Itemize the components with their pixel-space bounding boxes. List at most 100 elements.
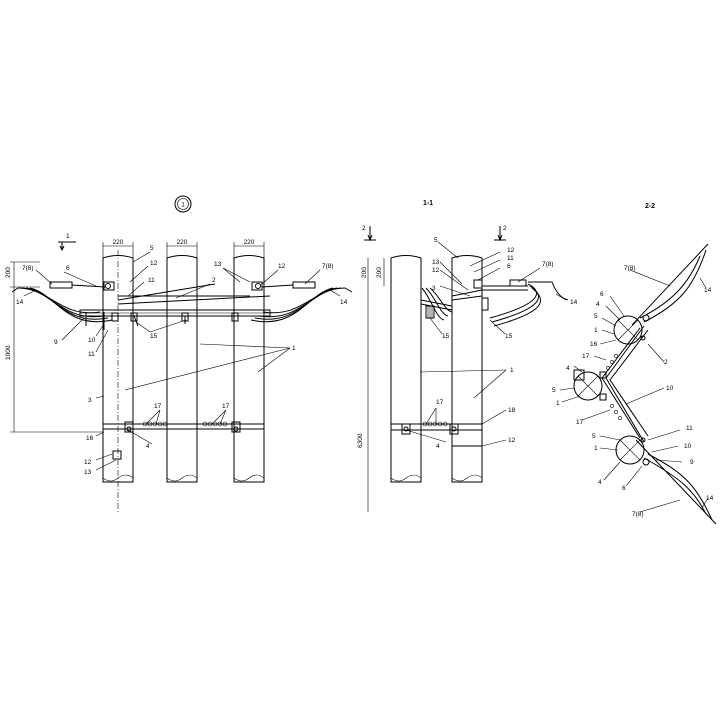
- front-label-13: 13: [214, 261, 222, 268]
- front-view: 1 220 220 220 1: [5, 195, 369, 512]
- view-marker-inner-circle: [177, 198, 189, 210]
- pole-width-dimensions: [102, 242, 265, 258]
- section1-label-6: 6: [507, 263, 511, 270]
- section1-label-12b: 12: [432, 267, 440, 274]
- front-label-15: 15: [150, 333, 158, 340]
- section1-leaders: [405, 241, 567, 447]
- plan-clamps: [599, 314, 650, 466]
- front-label-1: 1: [292, 345, 296, 352]
- plan-label-10a: 10: [666, 385, 674, 392]
- section-cut-1-marker: [58, 241, 76, 252]
- plan-label-4a: 4: [596, 301, 600, 308]
- view-marker-circle: [174, 195, 192, 213]
- pole-left-break: [102, 474, 134, 482]
- dim-top-side: 200: [376, 267, 383, 278]
- section1-label-3: 3: [432, 285, 436, 292]
- section1-label-4: 4: [436, 443, 440, 450]
- front-label-13b: 13: [84, 469, 92, 476]
- section1-label-18: 18: [508, 407, 516, 414]
- plan-label-5a: 5: [594, 313, 598, 320]
- front-label-4: 4: [146, 443, 150, 450]
- plan-label-1c: 1: [594, 445, 598, 452]
- crossarm-assembly: [11, 281, 353, 330]
- front-label-11b: 11: [88, 351, 95, 358]
- section1-pole-left: [390, 255, 422, 483]
- front-label-17a: 17: [154, 403, 162, 410]
- plan-label-6a: 6: [600, 291, 604, 298]
- section1-label-13: 13: [432, 259, 440, 266]
- plan-leaders: [559, 269, 709, 513]
- section1-label-12: 12: [507, 247, 515, 254]
- front-label-2: 2: [212, 277, 216, 284]
- plan-pole-bottom: [615, 435, 645, 465]
- front-label-12b: 12: [278, 263, 286, 270]
- front-label-3: 3: [88, 397, 92, 404]
- dim-top-right: 200: [361, 267, 368, 278]
- plan-cables: [601, 243, 717, 525]
- section1-label-15b: 15: [505, 333, 513, 340]
- front-label-6: 6: [66, 265, 70, 272]
- section1-pole-left-break: [390, 474, 422, 482]
- section-2-2-title: 2-2: [645, 203, 655, 210]
- section-2-2-view: 2-2: [552, 203, 717, 525]
- section-1-1-title: 1-1: [423, 200, 433, 207]
- dim-top-left: 200: [5, 267, 12, 278]
- section-cut-2a-label: 2: [362, 225, 366, 232]
- section1-label-1: 1: [510, 367, 514, 374]
- front-label-16: 16: [86, 435, 94, 442]
- section1-label-17: 17: [436, 399, 444, 406]
- plan-label-1b: 1: [556, 400, 560, 407]
- section1-label-11: 11: [507, 255, 514, 262]
- front-label-14a: 14: [16, 299, 24, 306]
- section1-label-14: 14: [570, 299, 578, 306]
- section-1-1-view: 1-1 2 2: [362, 200, 578, 483]
- plan-pole-top: [613, 315, 643, 345]
- dim-pole-width-b: 220: [177, 239, 188, 246]
- dim-height: 6300: [357, 433, 364, 448]
- section1-label-15a: 15: [442, 333, 450, 340]
- plan-label-14a: 14: [704, 287, 712, 294]
- dim-span: 1000: [5, 345, 12, 360]
- front-label-7b: 7(8): [322, 263, 334, 270]
- lower-band-assembly: [102, 421, 265, 460]
- section1-lower-details: [401, 421, 459, 435]
- plan-label-1a: 1: [594, 327, 598, 334]
- plan-label-5b: 5: [552, 387, 556, 394]
- front-label-14b: 14: [340, 299, 348, 306]
- plan-label-7a: 7(8): [624, 265, 636, 272]
- section1-pole-right-break: [451, 474, 483, 482]
- section-cut-2-markers: [364, 226, 506, 242]
- dim-pole-width-c: 220: [244, 239, 255, 246]
- section1-label-12c: 12: [508, 437, 516, 444]
- plan-label-14b: 14: [706, 495, 714, 502]
- plan-label-17b: 17: [576, 419, 584, 426]
- plan-label-5c: 5: [592, 433, 596, 440]
- front-label-9: 9: [54, 339, 58, 346]
- front-label-12a: 12: [150, 260, 158, 267]
- plan-label-10b: 10: [684, 443, 692, 450]
- plan-label-11: 11: [686, 425, 693, 432]
- front-label-7a: 7(8): [22, 265, 34, 272]
- plan-label-2: 2: [664, 359, 668, 366]
- front-label-11a: 11: [148, 277, 155, 284]
- front-leaders: [23, 251, 341, 471]
- section-cut-2b-label: 2: [503, 225, 507, 232]
- plan-label-17a: 17: [582, 353, 590, 360]
- plan-label-7b: 7(8): [632, 511, 644, 518]
- section1-label-5: 5: [434, 237, 438, 244]
- pole-middle-break: [166, 474, 198, 482]
- pole-right-break: [233, 474, 265, 482]
- plan-label-4b: 4: [566, 365, 570, 372]
- plan-label-6b: 6: [622, 485, 626, 492]
- plan-label-9: 9: [690, 459, 694, 466]
- left-dimension-lines: [10, 261, 103, 433]
- pole-right: [233, 255, 265, 483]
- plan-label-4c: 4: [598, 479, 602, 486]
- plan-pole-middle: [573, 369, 603, 401]
- section-cut-1-label: 1: [66, 233, 70, 240]
- dim-pole-width-a: 220: [113, 239, 124, 246]
- plan-label-16: 16: [590, 341, 598, 348]
- front-label-17b: 17: [222, 403, 230, 410]
- front-label-12c: 12: [84, 459, 92, 466]
